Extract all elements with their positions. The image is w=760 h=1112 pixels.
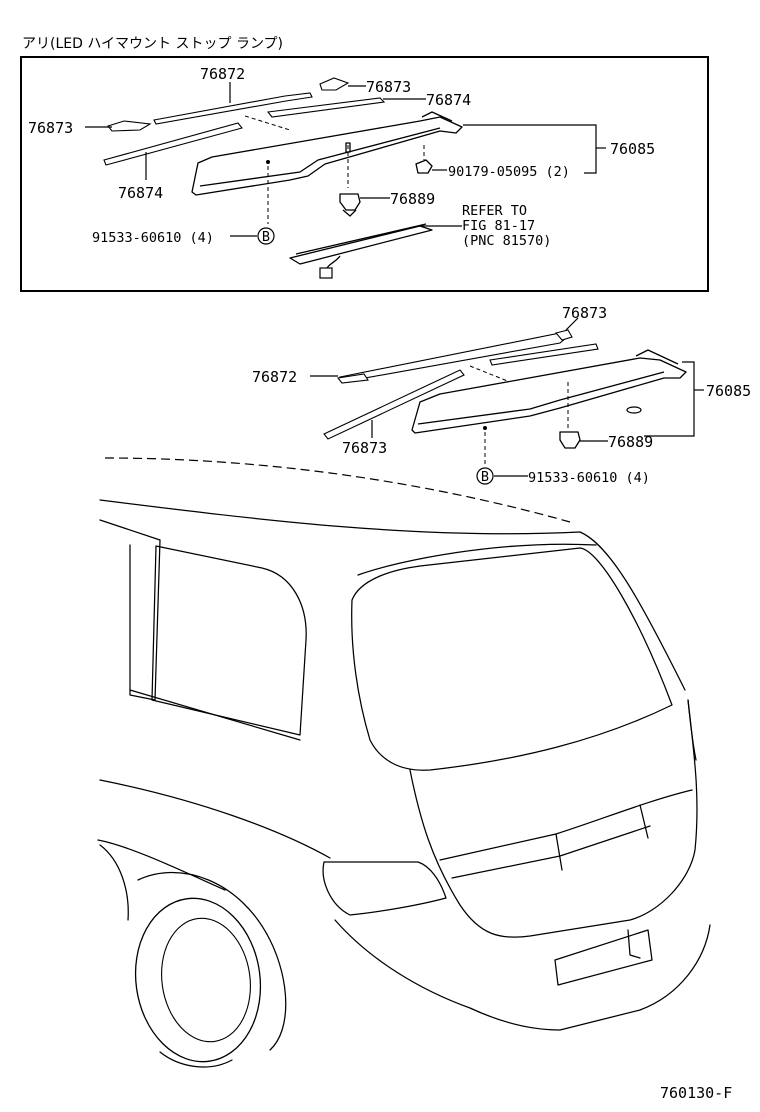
back-door-edge [687,699,697,761]
label-91533: 91533-60610 (4) [92,230,214,246]
label-76889: 76889 [390,190,435,208]
nut-90179 [415,159,433,174]
label-76085: 76085 [610,140,655,158]
box-frame [20,56,709,292]
bolt-b-symbol-lower [476,467,494,485]
bolt-b-label-lower: B [481,469,489,485]
rear-wheel [134,897,262,1063]
rear-pillar [579,531,686,691]
alignment-dash [244,115,291,131]
garnish-bottom [451,825,651,879]
moulding-76874-bottom [103,122,243,166]
tire-bottom [159,1051,233,1068]
body-lower-line [97,839,226,891]
refer-line-2: FIG 81-17 [462,218,535,234]
led-stop-lamp-edge [295,223,427,255]
back-door [409,699,698,938]
side-window [151,545,307,736]
label-76874-top: 76874 [426,91,471,109]
leader-76085-bracket [463,124,597,174]
label-76872: 76872 [200,65,245,83]
clip-76873-top [319,77,350,91]
moulding-middle [489,343,599,366]
label-76873-top: 76873 [366,78,411,96]
vehicle-rear-view [97,457,711,1068]
moulding-76874-top [266,97,386,118]
led-stop-lamp [289,225,433,265]
spoiler-76085-edge [199,127,441,187]
clip-76889-tail [342,209,357,217]
leader-lower-76873-top [565,317,579,331]
spoiler-lower-tab [635,349,679,365]
figure-code: 760130-F [660,1084,732,1102]
garnish-top [439,789,693,861]
leader-lower-76085-bracket [644,361,695,437]
label-lower-91533: 91533-60610 (4) [528,470,650,486]
bolt-hole [266,160,270,164]
led-lamp-connector [319,267,333,279]
clip-76873-left [107,120,152,132]
body-side-line [99,779,331,859]
wheel-arch [137,872,287,1051]
label-76873-left: 76873 [28,119,73,137]
standard-variant: B 76873 76872 76085 76873 76889 91533-60… [252,304,751,486]
clip-76889-lower [559,431,581,449]
bumper-lower [334,919,711,1031]
refer-line-3: (PNC 81570) [462,233,551,249]
spoiler-lower-edge [417,371,665,425]
fender-line [99,844,129,921]
bolt-b-label: B [262,229,270,245]
clip-76889 [339,193,361,211]
roof-dashed-line [104,457,571,523]
spoiler-76085 [191,116,463,196]
label-lower-76085: 76085 [706,382,751,400]
bolt-b-symbol [257,227,275,245]
spoiler-lower-cap [626,406,642,414]
refer-line-1: REFER TO [462,203,527,219]
label-76874-bottom: 76874 [118,184,163,202]
wheel-rim [161,917,251,1043]
side-pillar [99,519,161,701]
garnish-dividers [555,804,649,871]
moulding-76873-top-end [555,329,573,341]
section-title: アリ(LED ハイマウント ストップ ランプ) [22,36,283,52]
tail-lamp [322,861,447,916]
spoiler-76085-tab [421,111,453,122]
moulding-76872 [153,92,313,125]
led-variant-box: B 76872 76873 76874 76873 76874 76085 90… [20,56,709,292]
clip-pin [345,142,351,153]
license-plate-area [554,929,653,986]
rear-window [351,547,673,771]
label-lower-76889: 76889 [608,433,653,451]
spoiler-on-car [357,543,597,576]
label-lower-76872: 76872 [252,368,297,386]
license-lamp [627,929,641,959]
label-90179: 90179-05095 (2) [448,164,570,180]
beltline [129,689,301,741]
label-lower-76873-bottom: 76873 [342,439,387,457]
label-lower-76873-top: 76873 [562,304,607,322]
roof-edge [99,499,581,535]
moulding-76873-bottom [323,369,465,440]
clip-76872 [336,373,369,384]
spoiler-76085-lower [411,357,687,434]
alignment-dash-lower [469,365,516,385]
bolt-hole-lower [483,426,487,430]
